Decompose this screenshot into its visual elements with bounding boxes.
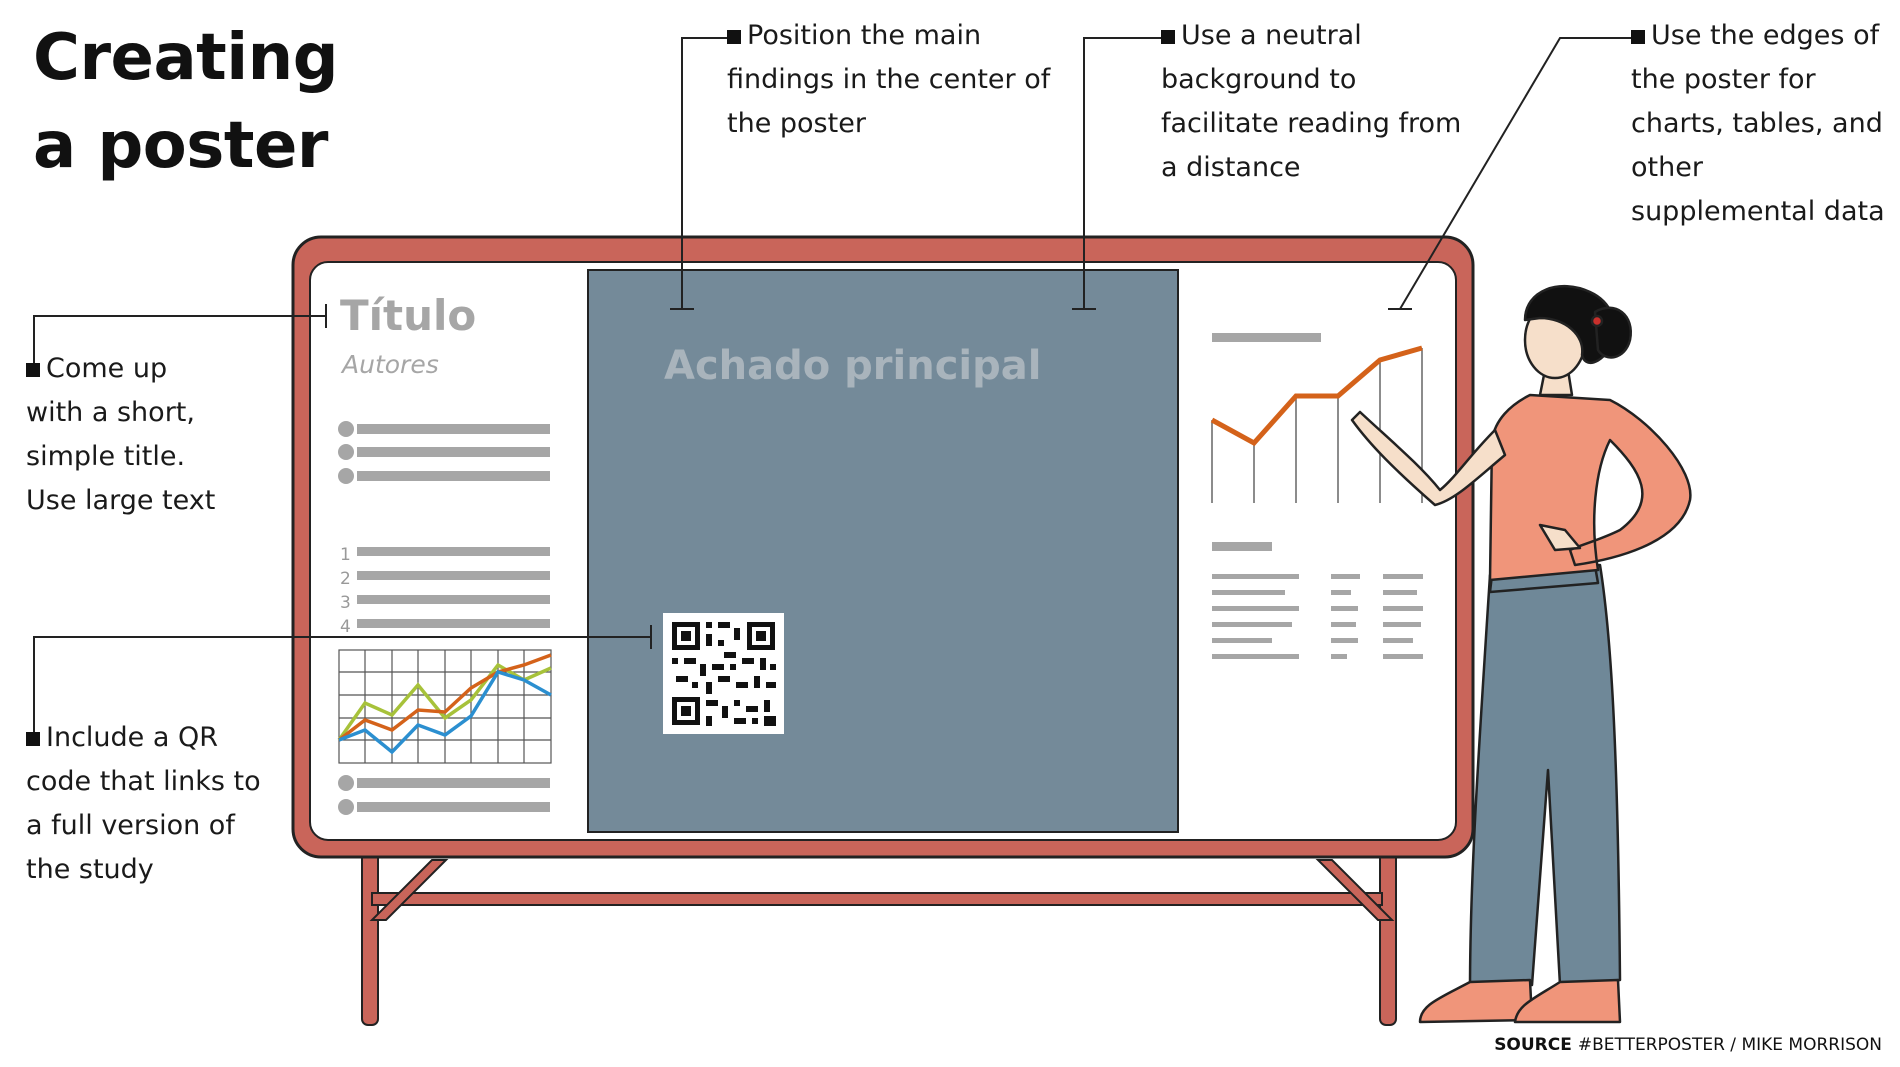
main-finding-text: Achado principal — [664, 343, 1041, 389]
callout-edges-line-4: other — [1631, 152, 1703, 183]
easel-legs — [361, 849, 1397, 1026]
center-panel — [587, 269, 1179, 833]
leader-title — [33, 315, 326, 367]
source-text: #BETTERPOSTER / MIKE MORRISON — [1577, 1035, 1882, 1055]
callout-title-tip-line-1: Come up — [46, 353, 168, 384]
left-footer-bullets — [338, 775, 550, 815]
callout-edges-line-1: Use the edges of — [1651, 20, 1880, 51]
title-line-2: a poster — [33, 109, 328, 183]
callout-title-tip: Come up with a short, simple title. Use … — [26, 347, 215, 523]
bullet-square-icon — [26, 732, 40, 746]
left-bullets — [338, 421, 550, 484]
qr-code — [663, 613, 784, 734]
leader-edges — [1399, 37, 1632, 310]
right-series-orange — [1210, 345, 1423, 447]
callout-edges: Use the edges of the poster for charts, … — [1631, 14, 1885, 234]
callout-qr-line-3: a full version of — [26, 810, 235, 841]
series-blue — [338, 669, 552, 755]
callout-title-tip-line-2: with a short, — [26, 397, 195, 428]
callout-qr: Include a QR code that links to a full v… — [26, 716, 261, 892]
callout-qr-line-4: the study — [26, 854, 154, 885]
callout-center-line-1: Position the main — [747, 20, 982, 51]
callout-edges-line-5: supplemental data — [1631, 196, 1885, 227]
callout-title-tip-line-4: Use large text — [26, 485, 216, 516]
leader-center — [681, 37, 728, 309]
list-number-4: 4 — [340, 617, 351, 637]
callout-background-line-4: a distance — [1161, 152, 1301, 183]
callout-edges-line-3: charts, tables, and — [1631, 108, 1883, 139]
leader-background — [1083, 37, 1162, 309]
callout-title-tip-line-3: simple title. — [26, 441, 186, 472]
title-line-1: Creating — [33, 21, 339, 95]
bullet-square-icon — [1161, 30, 1175, 44]
callout-background-line-2: background to — [1161, 64, 1357, 95]
callout-center-line-3: the poster — [727, 108, 866, 139]
callout-qr-line-1: Include a QR — [46, 722, 219, 753]
series-green — [337, 662, 552, 742]
list-number-1: 1 — [340, 545, 351, 565]
callout-center-line-2: findings in the center of — [727, 64, 1051, 95]
leader-qr — [33, 636, 651, 735]
callout-edges-line-2: the poster for — [1631, 64, 1816, 95]
bullet-square-icon — [727, 30, 741, 44]
poster-authors: Autores — [340, 350, 439, 379]
bullet-square-icon — [1631, 30, 1645, 44]
bullet-square-icon — [26, 363, 40, 377]
presenter-figure — [1350, 284, 1692, 1024]
callout-background-line-3: facilitate reading from — [1161, 108, 1462, 139]
callout-background: Use a neutral background to facilitate r… — [1161, 14, 1461, 190]
poster-title: Título — [340, 291, 476, 340]
series-orange — [337, 653, 552, 742]
source-credit: SOURCE#BETTERPOSTER / MIKE MORRISON — [1494, 1035, 1882, 1055]
callout-background-line-1: Use a neutral — [1181, 20, 1362, 51]
callout-qr-line-2: code that links to — [26, 766, 261, 797]
page-title: Creating a poster — [33, 14, 339, 190]
left-line-chart — [337, 649, 552, 764]
source-label: SOURCE — [1494, 1035, 1572, 1055]
left-numbered-list — [357, 547, 550, 628]
callout-center: Position the main findings in the center… — [727, 14, 1050, 146]
list-number-3: 3 — [340, 593, 351, 613]
list-number-2: 2 — [340, 569, 351, 589]
